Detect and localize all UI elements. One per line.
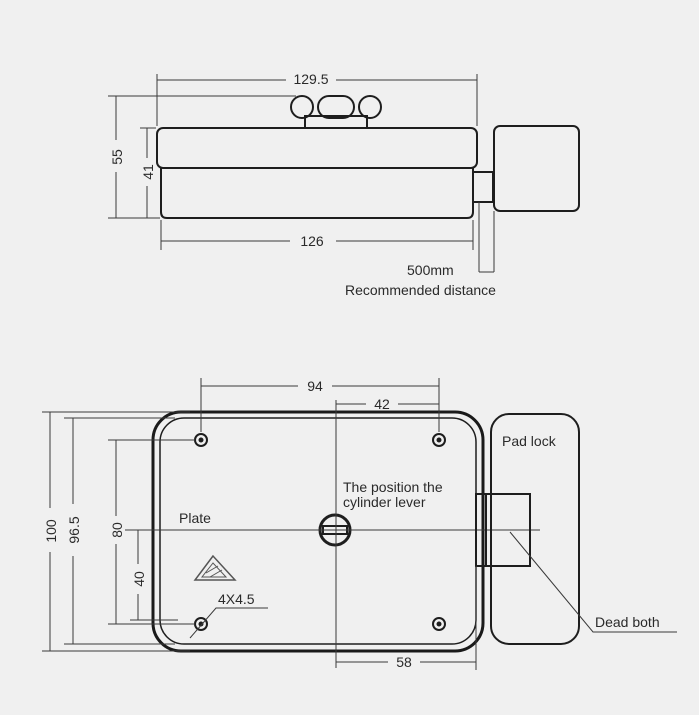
front-outer-body [151, 410, 485, 653]
dim-total-length: 129.5 [293, 71, 328, 87]
holes-leader [189, 607, 268, 639]
label-plate: Plate [179, 510, 211, 526]
front-padlock [490, 413, 580, 645]
dim-outer-height: 100 [43, 519, 59, 543]
top-view-body [160, 168, 474, 219]
dim-total-height: 55 [109, 149, 125, 165]
dim-100: 100 [42, 411, 190, 652]
dim-hole-spacing-h: 94 [307, 378, 323, 394]
dim-body-height: 41 [140, 164, 156, 180]
top-view: 129.5 126 55 41 500mm Recommended distan… [108, 71, 580, 298]
front-view: 94 42 100 96.5 [42, 378, 677, 670]
front-plate [159, 417, 477, 645]
top-view-padlock [493, 125, 580, 212]
dim-94: 94 [200, 378, 440, 432]
dim-96-5: 96.5 [64, 417, 175, 645]
distance-leader [478, 202, 495, 273]
dim-42: 42 [336, 396, 439, 412]
label-cylinder-line2: cylinder lever [343, 494, 426, 510]
label-dead-bolt: Dead both [595, 614, 660, 630]
dim-126: 126 [160, 220, 474, 250]
top-view-lid [156, 127, 478, 169]
label-cylinder-line1: The position the [343, 479, 443, 495]
distance-caption: Recommended distance [345, 282, 496, 298]
front-dead-bolt [475, 493, 531, 567]
dim-41: 41 [140, 127, 156, 218]
label-holes: 4X4.5 [218, 591, 255, 607]
dim-plate-height: 96.5 [66, 516, 82, 543]
dim-55: 55 [108, 95, 296, 219]
distance-value: 500mm [407, 262, 454, 278]
dim-40: 40 [130, 530, 178, 621]
dim-cylinder-height: 40 [131, 571, 147, 587]
dim-80: 80 [108, 439, 195, 625]
dim-hole-spacing-v: 80 [109, 522, 125, 538]
top-view-bolt [472, 171, 494, 203]
knob [290, 95, 382, 129]
dim-129-5: 129.5 [156, 71, 478, 126]
dim-58: 58 [336, 566, 477, 670]
brand-logo-icon [193, 554, 237, 581]
dim-bottom-offset: 58 [396, 654, 412, 670]
dim-body-length: 126 [300, 233, 324, 249]
label-pad-lock: Pad lock [502, 433, 557, 449]
dim-cylinder-offset: 42 [374, 396, 390, 412]
